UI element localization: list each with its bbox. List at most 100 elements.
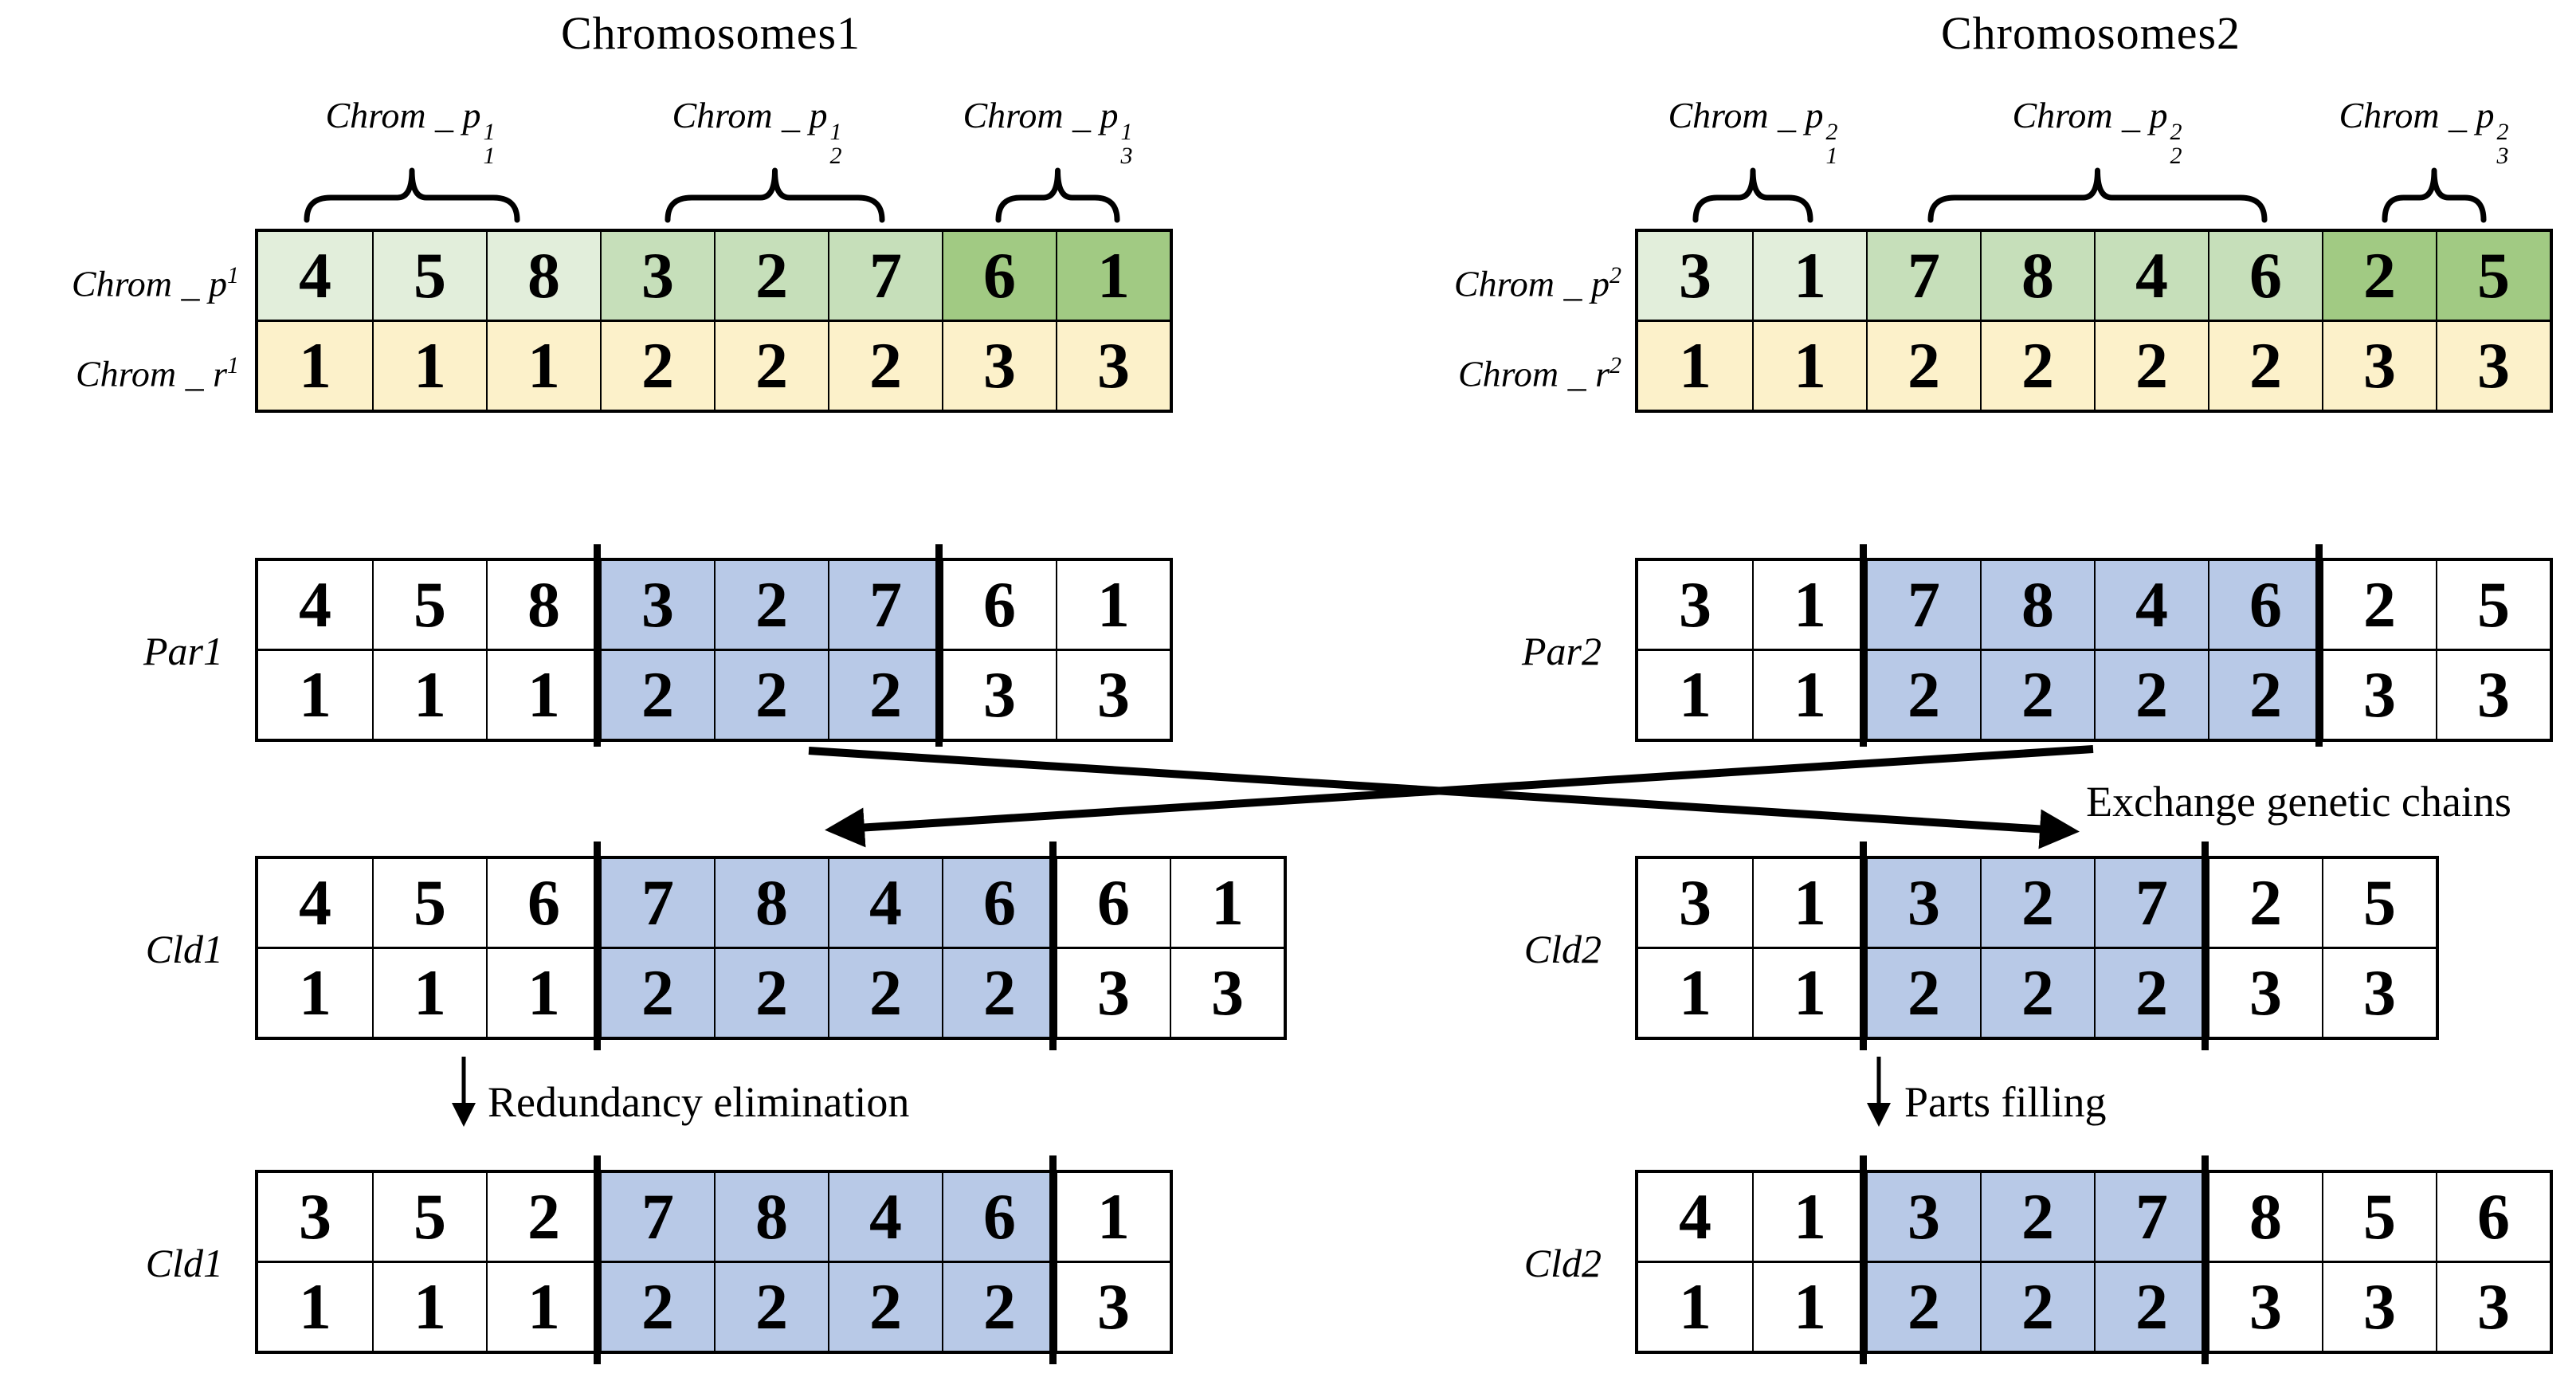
cell: 1 [1752,1173,1866,1261]
group-label-sub: 3 [2496,143,2509,169]
cell: 2 [486,1173,600,1261]
cell: 7 [600,1173,714,1261]
cell: 7 [828,561,942,649]
cell: 2 [828,949,942,1037]
cell: 3 [2436,651,2550,739]
cell: 4 [258,859,372,947]
cell: 2 [942,949,1056,1037]
group-label-base: Chrom _ p [672,95,828,135]
cell: 2 [1980,651,2094,739]
cell: 3 [2322,322,2436,410]
cell: 1 [486,651,600,739]
cell: 1 [372,651,486,739]
cell: 2 [714,322,828,410]
par1-label: Par1 [143,629,223,673]
cell: 4 [2094,561,2208,649]
cell: 3 [1056,322,1170,410]
cell: 2 [828,322,942,410]
cut-line [594,842,601,1050]
cell: 1 [258,651,372,739]
cell: 1 [372,949,486,1037]
cell: 5 [2322,1173,2436,1261]
cut-line [2315,544,2323,747]
cell: 3 [1638,561,1752,649]
brace-path [304,167,520,223]
cell: 1 [258,1263,372,1351]
cut-line [1860,544,1867,747]
brace-path [2382,167,2487,223]
chromosomes2-title: Chromosomes2 [1940,7,2241,59]
chrom-p2-row-label: Chrom _ p2 [1355,255,1621,304]
cut-line [2202,842,2209,1050]
cell: 4 [828,859,942,947]
cell: 1 [372,322,486,410]
cell: 1 [1056,232,1170,320]
cell: 2 [2208,859,2322,947]
cut-line [594,544,601,747]
cell: 3 [2436,1263,2550,1351]
cell: 1 [1638,1263,1752,1351]
cell: 2 [600,949,714,1037]
group-label-sub: 1 [483,143,496,169]
cell: 8 [1980,561,2094,649]
cut-line [1860,1155,1867,1364]
cell: 2 [942,1263,1056,1351]
brace-chrom-p2-3 [2382,167,2487,223]
group-label-base: Chrom _ p [1668,95,1824,135]
brace-chrom-p2-2 [1927,167,2268,223]
cell: 2 [2208,651,2322,739]
group-label-base: Chrom _ p [2339,95,2495,135]
cell: 2 [1866,322,1980,410]
cut-line [594,1155,601,1364]
row-label-base: Chrom _ r [1458,353,1610,394]
cell: 5 [372,561,486,649]
brace-chrom-p1-2 [665,167,885,223]
cell: 2 [2094,322,2208,410]
group-label-base: Chrom _ p [2012,95,2168,135]
brace-path [665,167,885,223]
cell: 3 [942,651,1056,739]
group-label-base: Chrom _ p [325,95,481,135]
cell: 3 [1056,651,1170,739]
brace-path [1927,167,2268,223]
brace-chrom-p1-3 [995,167,1120,223]
chrom-r2-row-label: Chrom _ r2 [1355,345,1621,394]
exchange-arrow-par1-to-cld2 [808,747,2080,849]
cell: 6 [2436,1173,2550,1261]
cell: 2 [1980,1263,2094,1351]
redundancy-elimination-label: Redundancy elimination [488,1078,910,1126]
cell: 2 [2094,651,2208,739]
group-label-sub: 1 [1825,143,1838,169]
cell: 8 [486,561,600,649]
cell: 1 [258,949,372,1037]
cell: 6 [486,859,600,947]
group-label-sup: 2 [2170,119,2182,145]
row-label-sup: 1 [227,262,239,288]
cld2-label: Cld2 [1523,927,1602,971]
cell: 8 [2208,1173,2322,1261]
row-label-sup: 2 [1610,262,1621,288]
cell: 1 [486,949,600,1037]
cell: 2 [1980,322,2094,410]
cell: 2 [714,651,828,739]
cell: 3 [942,322,1056,410]
